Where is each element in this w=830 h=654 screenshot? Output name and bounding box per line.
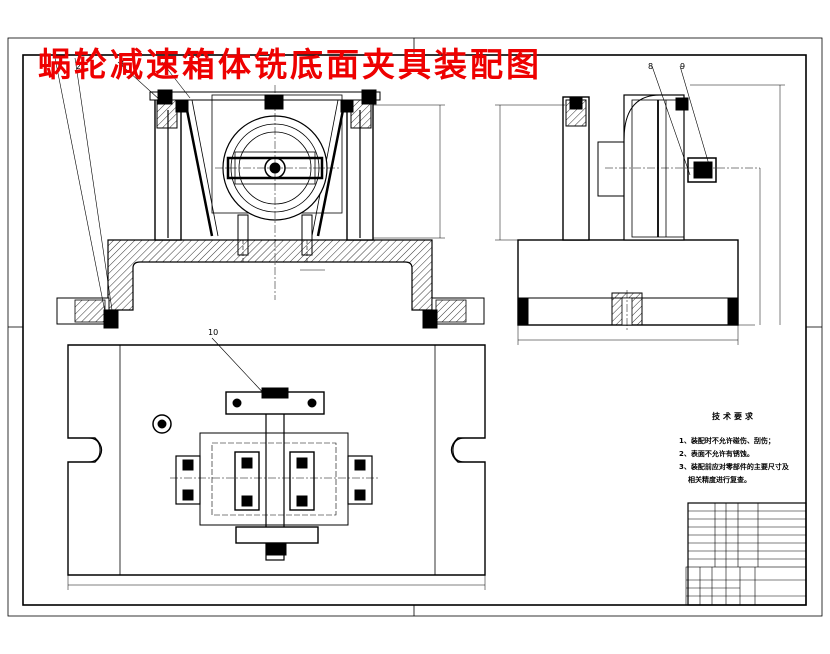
part-number-2: 2 (76, 62, 81, 71)
top-view (67, 344, 486, 590)
part-number-1: 1 (56, 62, 61, 71)
side-leaders (651, 65, 711, 176)
technical-requirements-heading: 技术要求 (712, 412, 756, 421)
front-view (56, 85, 485, 329)
side-view (495, 84, 785, 345)
requirement-item-3: 3、装配前应对零部件的主要尺寸及 (679, 463, 789, 471)
part-number-4: 4 (163, 59, 168, 68)
part-number-3: 3 (119, 59, 124, 68)
requirement-item-2: 2、表面不允许有锈蚀。 (679, 450, 754, 458)
part-number-10: 10 (208, 328, 218, 337)
drawing-title: 蜗轮减速箱体铣底面夹具装配图 (38, 45, 542, 84)
requirement-item-3-cont: 相关精度进行复查。 (688, 476, 751, 484)
locating-hole (152, 414, 172, 434)
bottom-clamp (235, 526, 319, 544)
sheet-frame (7, 37, 823, 617)
requirement-item-1: 1、装配时不允许碰伤、刮伤； (679, 437, 775, 445)
front-leaders (54, 57, 191, 313)
workpiece-plan (199, 432, 349, 526)
fixture-base-section (107, 239, 433, 311)
part-number-9: 9 (680, 62, 685, 71)
title-block (685, 502, 807, 606)
part-number-8: 8 (648, 62, 653, 71)
